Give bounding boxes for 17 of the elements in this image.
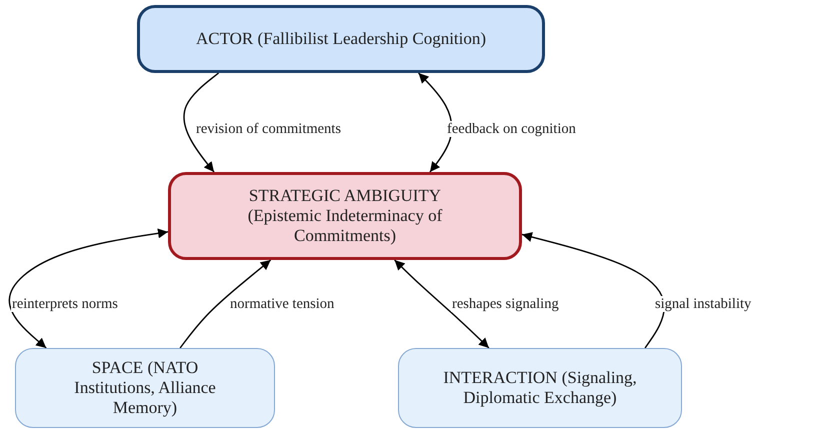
node-label: SPACE (NATO Institutions, Alliance Memory) [73, 358, 217, 418]
arrow [180, 259, 272, 348]
process-box [137, 5, 545, 73]
process-box [168, 172, 522, 260]
node-label: STRATEGIC AMBIGUITY (Epistemic Indeterminacy of Commitments) [246, 186, 444, 246]
arrow [394, 260, 490, 348]
node-label: ACTOR (Fallibilist Leadership Cognition) [196, 29, 486, 49]
edge-label: signal instability [654, 296, 752, 312]
edge-label: reinterprets norms [11, 296, 119, 312]
process-box [398, 348, 682, 428]
process-box [15, 348, 275, 428]
arrow [522, 232, 665, 348]
edge-label: reshapes signaling [451, 296, 560, 312]
edge-label: feedback on cognition [446, 121, 577, 137]
arrow [183, 72, 220, 172]
arrow [8, 228, 168, 349]
node-label: INTERACTION (Signaling, Diplomatic Exchange) [442, 368, 638, 408]
